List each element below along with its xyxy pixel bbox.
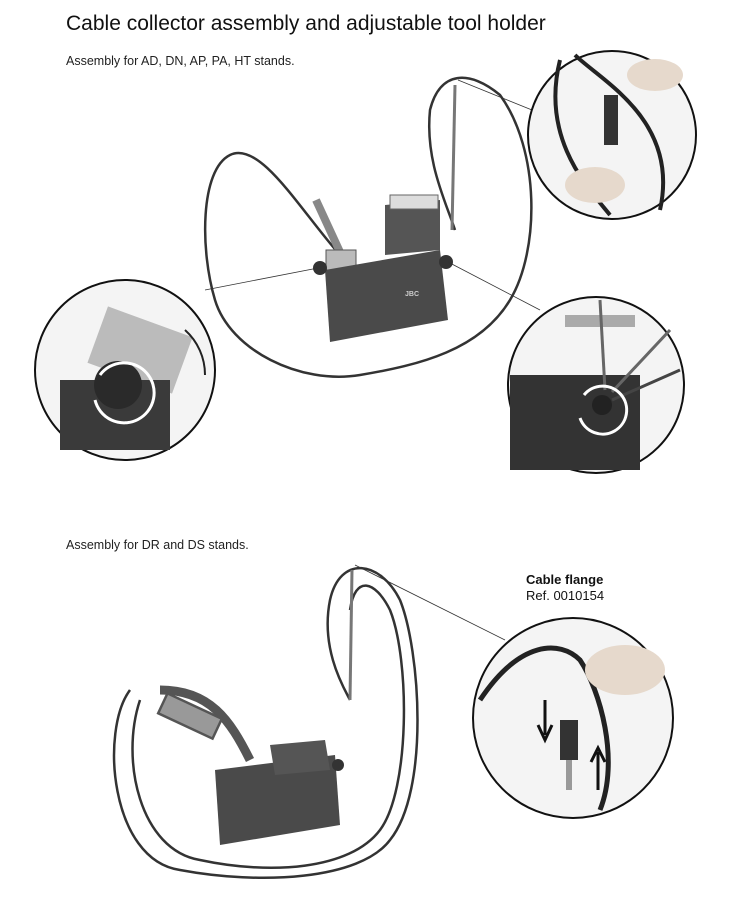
detail-circle-cable-flange	[472, 617, 674, 819]
page-title: Cable collector assembly and adjustable …	[66, 12, 546, 35]
section2-caption: Assembly for DR and DS stands.	[66, 538, 249, 552]
detail-circle-holder-right	[507, 296, 685, 474]
bottom-station-illustration	[112, 566, 419, 879]
callout-ref: Ref. 0010154	[526, 588, 605, 603]
top-stand: JBC	[313, 194, 453, 342]
callout-label: Cable flange	[526, 572, 604, 587]
leader-lines	[204, 79, 541, 641]
bottom-stand	[215, 740, 344, 845]
stand-logo: JBC	[405, 291, 419, 298]
top-station-illustration	[203, 76, 533, 378]
section1-caption: Assembly for AD, DN, AP, PA, HT stands.	[66, 54, 295, 68]
arrow-down-icon	[536, 700, 554, 744]
detail-circle-cable-clip	[527, 50, 697, 220]
arrow-up-icon	[589, 744, 607, 790]
cable-flange-callout: Cable flange Ref. 0010154	[526, 572, 604, 604]
detail-circle-holder-left	[34, 279, 216, 461]
